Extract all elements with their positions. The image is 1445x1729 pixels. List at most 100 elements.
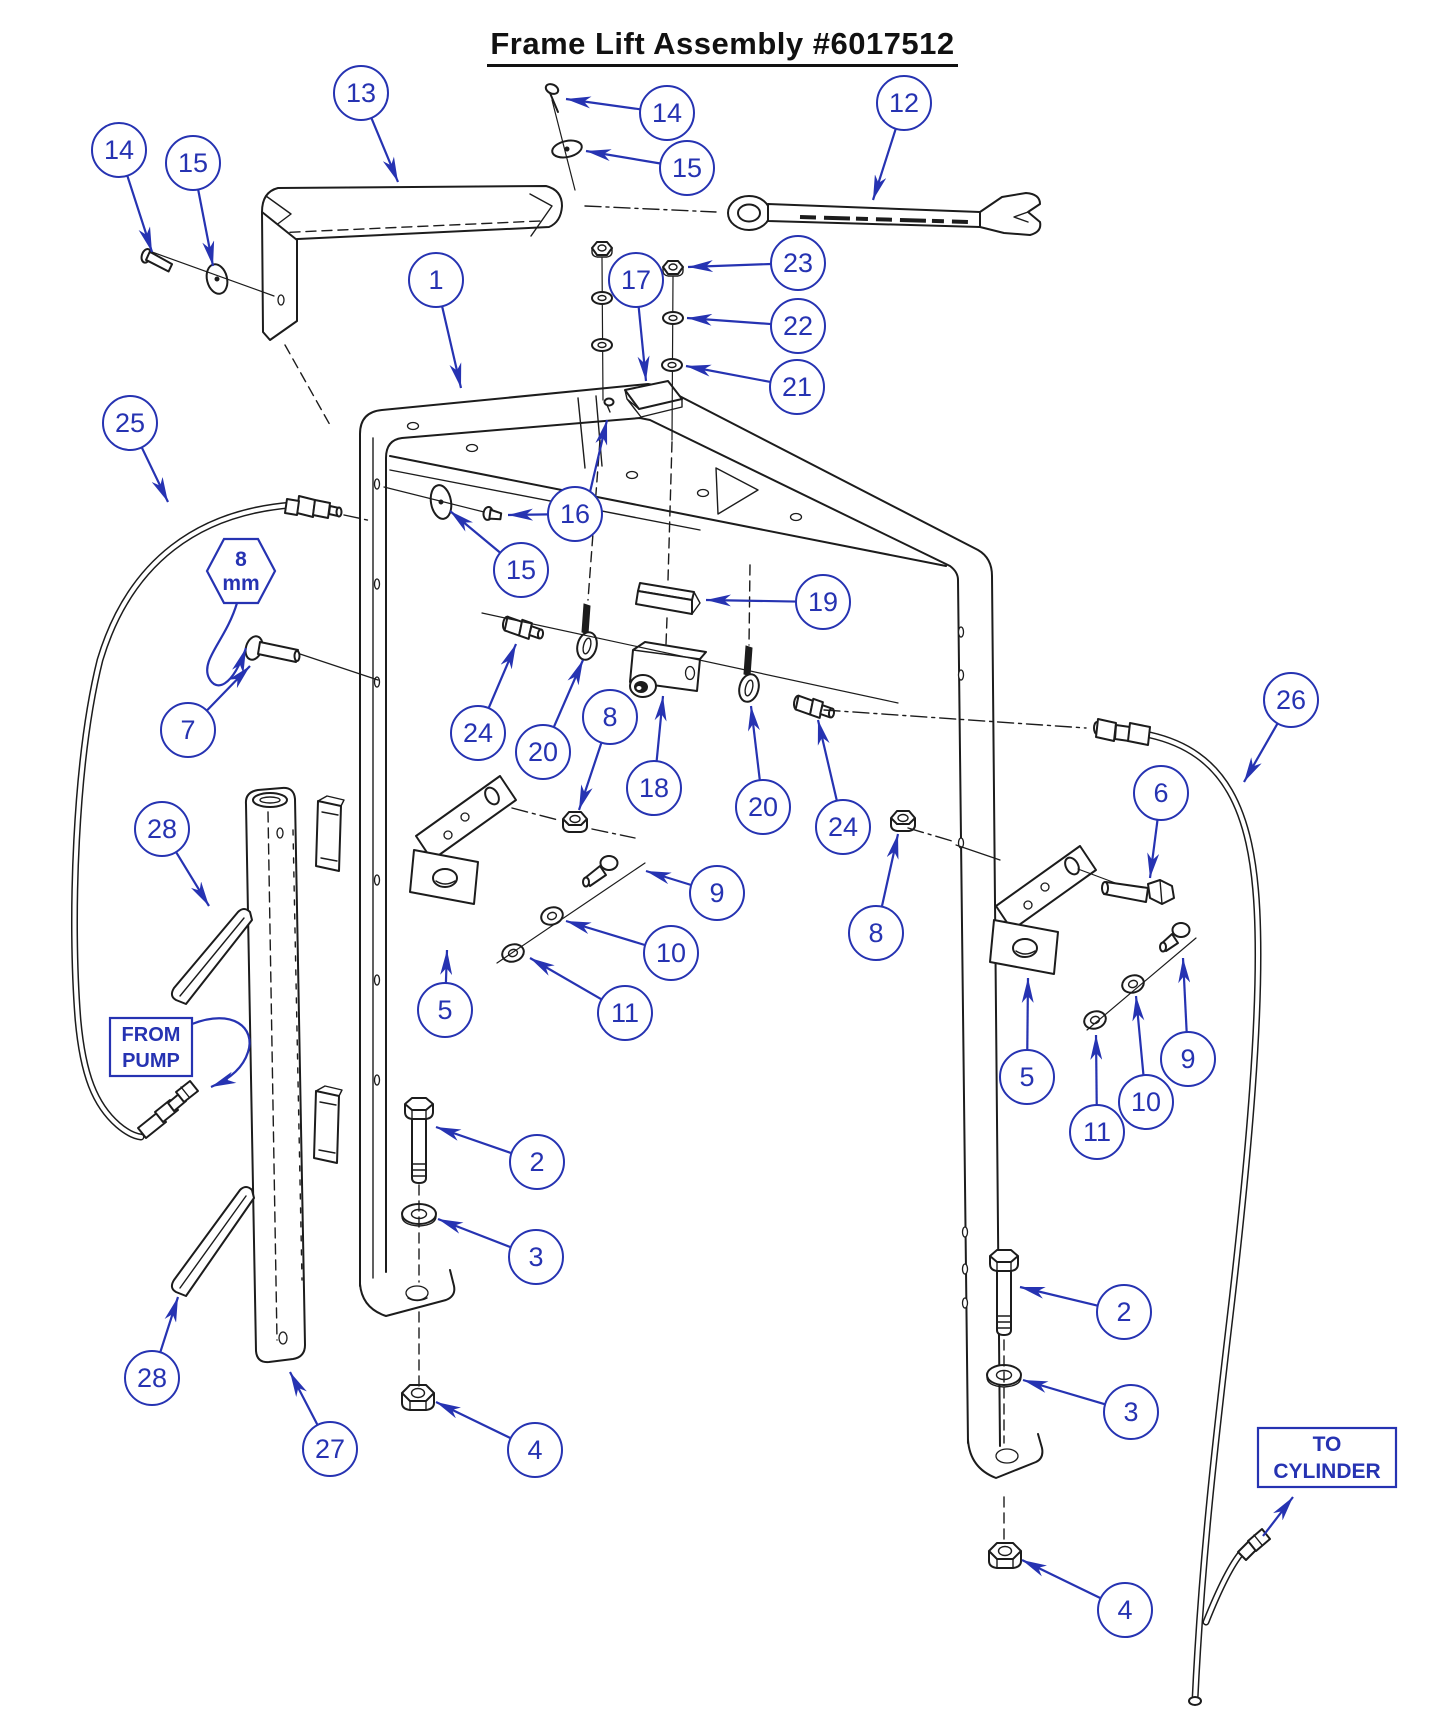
part-number: 16 (559, 498, 591, 529)
washer-part-15-middle (429, 484, 453, 520)
bolt-part-9-right (1159, 922, 1191, 953)
part-callout-10-left: 10 (643, 925, 699, 981)
hydraulic-hose-part-25 (70, 495, 343, 1141)
leader-arrow-8-right (880, 833, 900, 907)
screw-part-16 (482, 505, 503, 521)
bolt-part-2-right (989, 1249, 1019, 1336)
part-number: 7 (180, 714, 196, 745)
part-number: 11 (610, 997, 640, 1028)
leader-arrow-17 (637, 306, 650, 382)
part-number: 4 (1117, 1594, 1133, 1625)
part-callout-25: 25 (102, 395, 158, 451)
fitting-part-24-right (791, 694, 837, 721)
leader-arrow-24-right (816, 719, 838, 801)
leader-arrow-11-left (529, 957, 603, 1001)
leader-arrow-26 (1243, 722, 1279, 783)
fitting-part-24-left (500, 615, 546, 642)
part-callout-3-right: 3 (1103, 1384, 1159, 1440)
part-callout-6: 6 (1133, 765, 1189, 821)
leader-arrow-18 (654, 695, 667, 762)
diagram-title: Frame Lift Assembly #6017512 (0, 26, 1445, 67)
screw-part-16-installed (603, 397, 615, 413)
part-callout-15-top-middle: 15 (659, 140, 715, 196)
bolt-part-14-top-middle (544, 83, 560, 113)
part-number: 3 (1123, 1396, 1139, 1427)
part-number: 24 (462, 717, 494, 748)
leader-arrow-2-left (435, 1125, 512, 1155)
part-number: 27 (314, 1433, 346, 1464)
part-callout-28-bottom: 28 (124, 1350, 180, 1406)
leader-arrow-10-right (1132, 995, 1145, 1076)
from-pump-line2: PUMP (122, 1050, 180, 1072)
part-callout-11-left: 11 (597, 985, 653, 1041)
leader-arrow-11-right (1090, 1034, 1103, 1106)
part-callout-14-top-middle: 14 (639, 85, 695, 141)
bolt-part-2-left (404, 1097, 434, 1184)
to-cylinder-label: TO CYLINDER (1258, 1428, 1396, 1485)
nut-part-4-left (401, 1384, 435, 1411)
part-number: 14 (651, 97, 683, 128)
part-number: 13 (345, 77, 377, 108)
part-number: 15 (505, 554, 537, 585)
part-callout-10-right: 10 (1118, 1074, 1174, 1130)
to-cylinder-box (1256, 1426, 1398, 1537)
leader-arrow-27 (289, 1371, 319, 1426)
part-callout-8-left: 8 (582, 689, 638, 745)
from-pump-label: FROM PUMP (110, 1018, 192, 1074)
part-callout-20-right: 20 (735, 779, 791, 835)
to-cylinder-line1: TO (1312, 1433, 1342, 1456)
part-callout-4-left: 4 (507, 1422, 563, 1478)
lift-channel-part-27 (244, 786, 306, 1364)
leader-arrow-6 (1147, 819, 1160, 879)
key-part-19 (635, 582, 701, 615)
part-number: 2 (529, 1146, 545, 1177)
leader-arrow-15-top-left (197, 189, 215, 267)
part-callout-27: 27 (302, 1421, 358, 1477)
part-number: 15 (671, 152, 703, 183)
extra-leader-arrow-0 (588, 419, 609, 493)
bolt-part-14-top-left (140, 248, 174, 273)
leader-arrow-14-top-middle (565, 96, 641, 111)
part-number: 5 (437, 994, 453, 1025)
part-number: 20 (527, 736, 559, 767)
part-number: 26 (1275, 684, 1307, 715)
part-callout-24-left: 24 (450, 705, 506, 761)
washer-part-15-top-middle (551, 139, 583, 159)
part-callout-28-top: 28 (134, 801, 190, 857)
part-number: 25 (114, 407, 146, 438)
part-number: 8 (602, 701, 618, 732)
leader-arrow-3-right (1022, 1378, 1106, 1406)
fastener-stack-parts-21-22-23 (661, 260, 684, 441)
nut-part-8-left (562, 811, 588, 833)
part-number: 28 (136, 1362, 168, 1393)
leader-arrow-21 (685, 364, 771, 384)
washer-part-11-left (498, 940, 528, 966)
part-number: 3 (528, 1241, 544, 1272)
part-callout-5-right: 5 (999, 1049, 1055, 1105)
part-number: 24 (827, 811, 859, 842)
part-callout-16: 16 (547, 486, 603, 542)
leader-arrow-9-left (645, 869, 692, 887)
washer-part-11-right (1080, 1007, 1110, 1033)
wrench-size-label: 8 mm (207, 541, 275, 596)
leader-arrow-23 (687, 260, 772, 273)
part-number: 11 (1082, 1116, 1112, 1147)
bracket-part-5-right (989, 845, 1097, 975)
part-callout-4-right: 4 (1097, 1582, 1153, 1638)
fork-part-28-lower (170, 1186, 255, 1297)
part-callout-18: 18 (626, 760, 682, 816)
leader-arrow-28-top (175, 851, 210, 907)
hose-25-pump-fitting (137, 1080, 199, 1139)
part-number: 21 (781, 371, 813, 402)
leader-arrow-22 (686, 313, 772, 326)
leader-arrow-20-right (747, 705, 761, 781)
leader-arrow-4-right (1021, 1559, 1102, 1600)
part-callout-5-left: 5 (417, 982, 473, 1038)
part-callout-21: 21 (769, 359, 825, 415)
leader-arrow-3-left (437, 1217, 512, 1249)
spacer-pad-part-17 (624, 380, 683, 418)
leader-arrow-4-left (435, 1401, 512, 1440)
eyebolt-part-20-left (573, 603, 601, 663)
part-number: 18 (638, 772, 670, 803)
